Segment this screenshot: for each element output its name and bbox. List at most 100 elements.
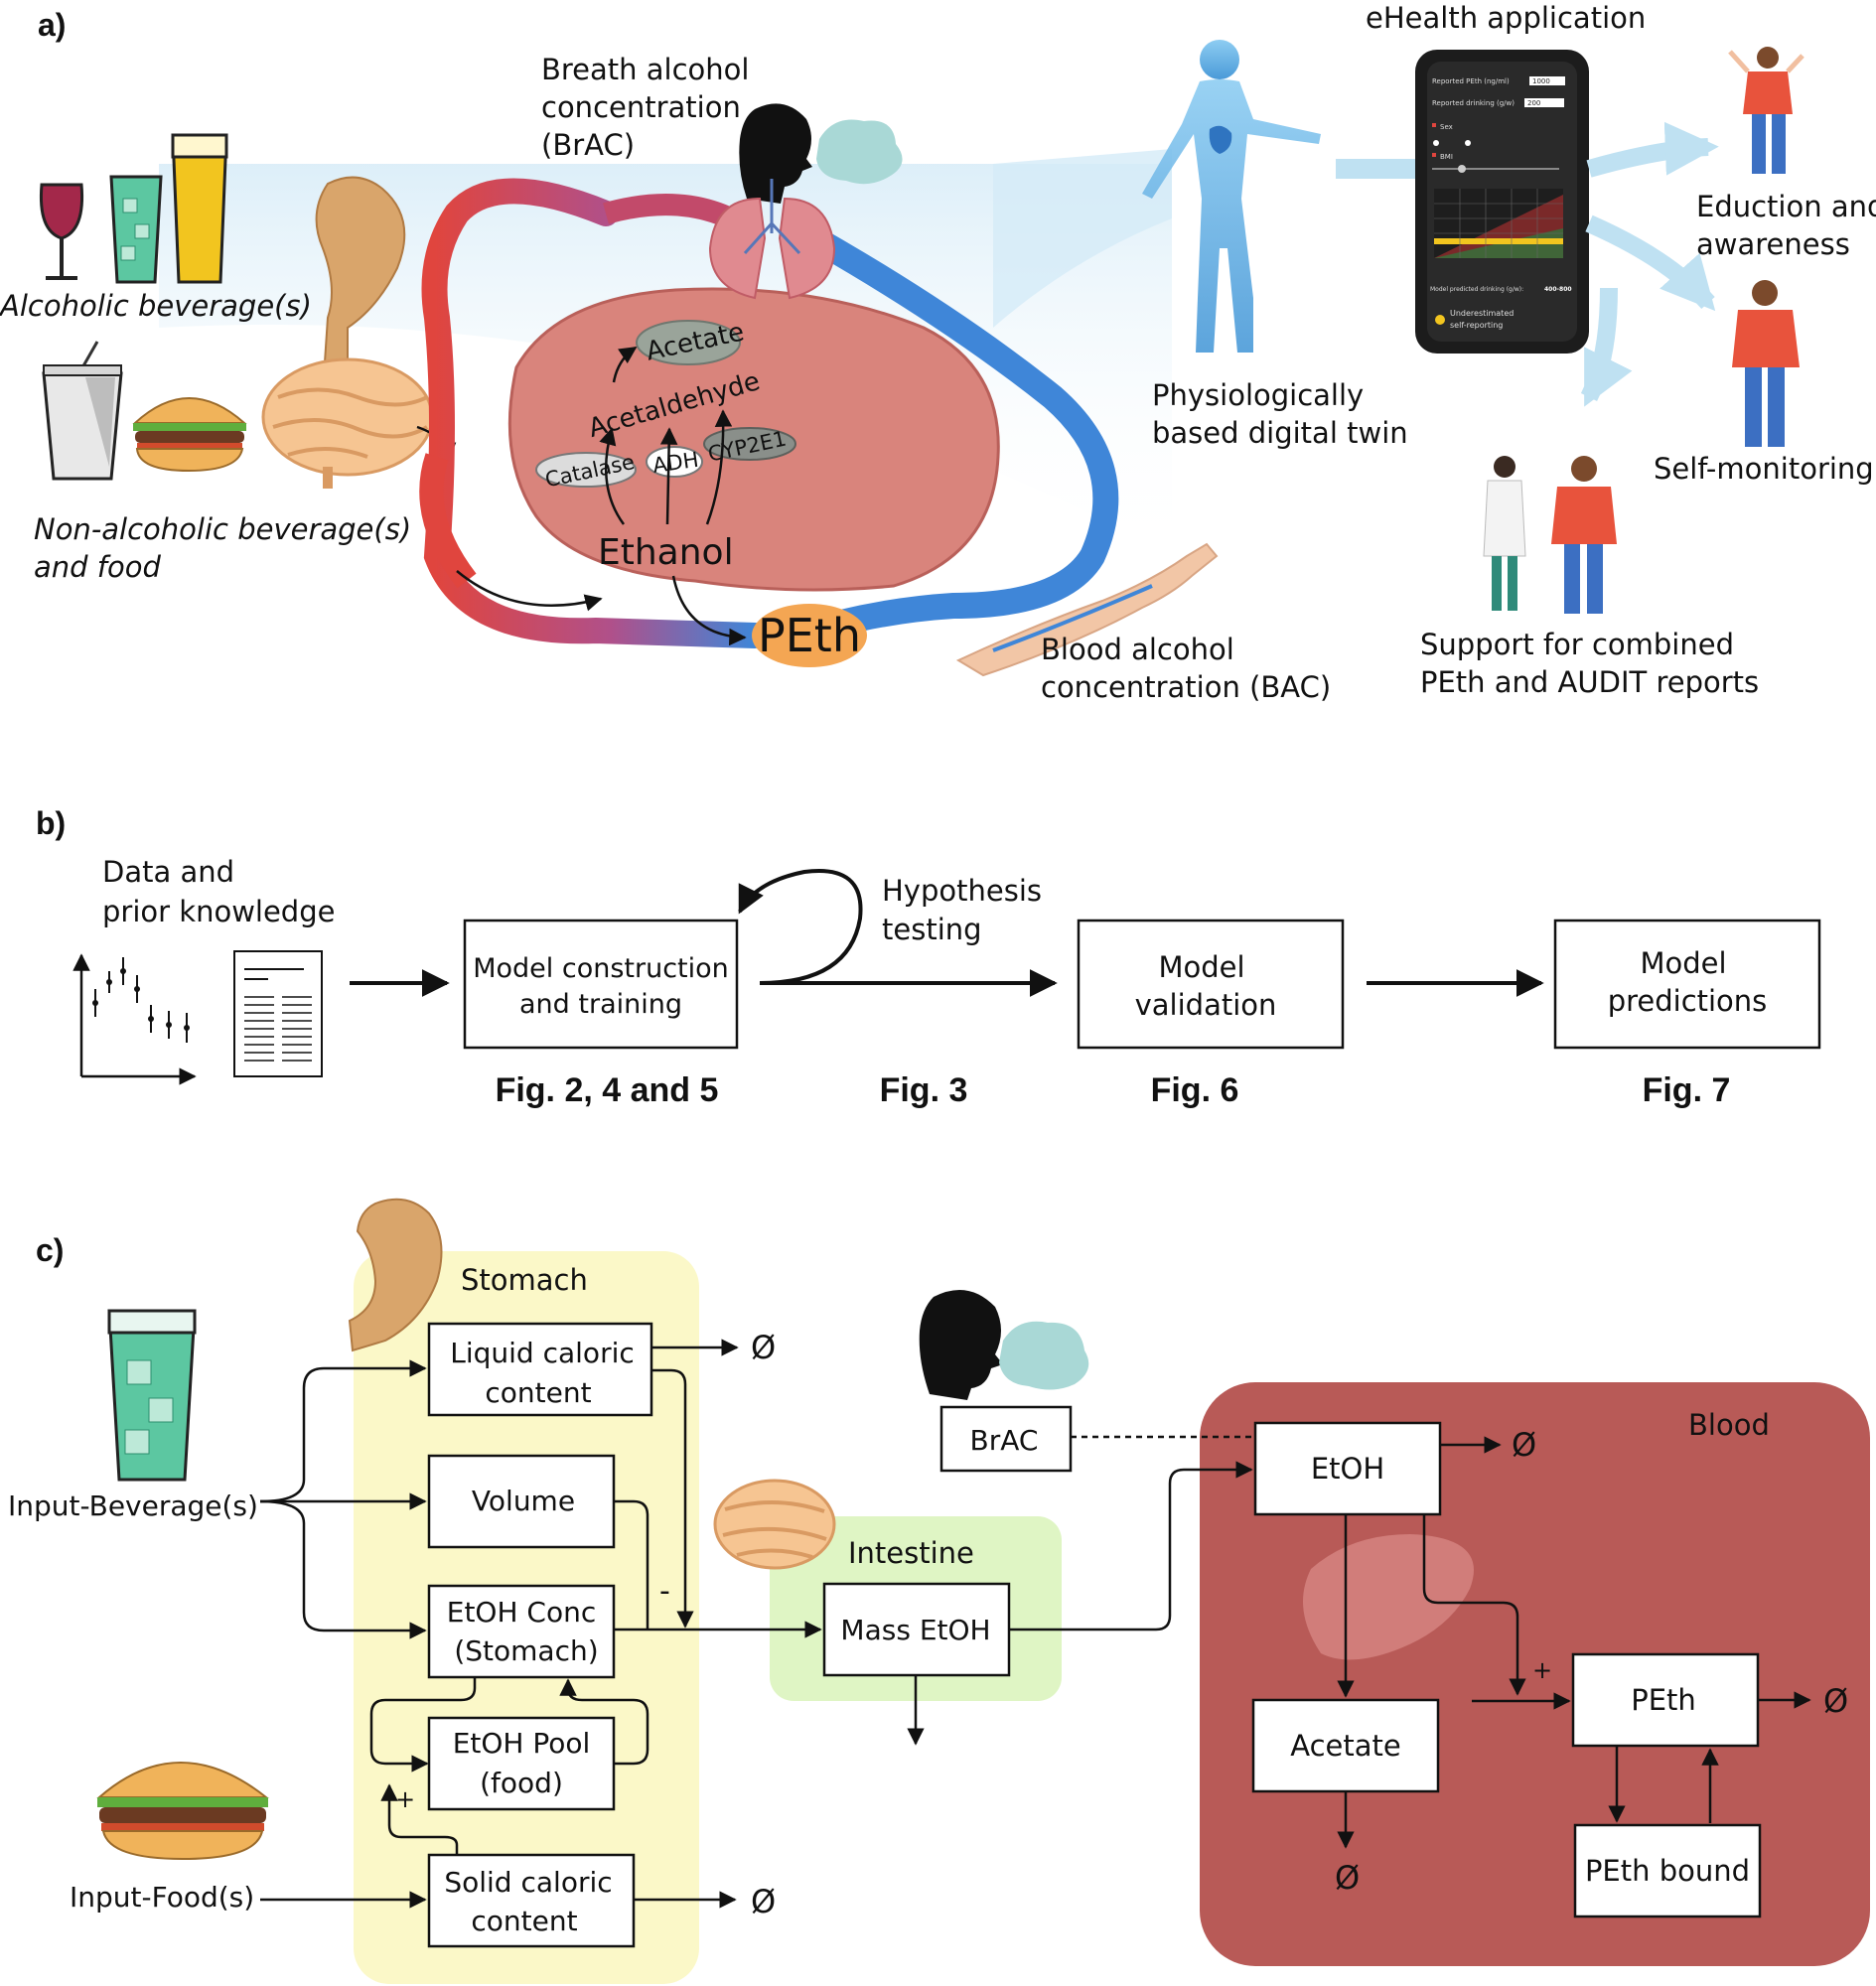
panel-a-label: a) — [38, 7, 66, 43]
input-food-label: Input-Food(s) — [70, 1881, 254, 1914]
catalase-oval — [535, 452, 637, 488]
phone-mockup: Reported PEth (ng/ml) 1000 Reported drin… — [1415, 50, 1589, 354]
person-self-monitoring-icon — [1732, 280, 1800, 447]
support-label-line1: Support for combined — [1420, 628, 1734, 661]
phone-drinking-input[interactable] — [1524, 98, 1564, 107]
plus-sign-pool: + — [395, 1785, 415, 1813]
brac-label-line1: Breath alcohol — [541, 53, 749, 86]
model-predictions-box — [1553, 919, 1821, 1050]
digital-twin-body-icon — [1142, 40, 1321, 353]
brac-box — [939, 1405, 1073, 1473]
phone-reported-peth-label: Reported PEth (ng/ml) — [1432, 77, 1510, 85]
intestine-label: Intestine — [848, 1536, 974, 1570]
panel-c: c) Stomach Input-Beverage(s) Input-Food(… — [8, 1198, 1870, 1984]
lungs-illustration — [708, 179, 836, 300]
etoh-label: EtOH — [1311, 1452, 1384, 1486]
app-to-education-arrow — [1586, 121, 1719, 178]
etoh-sink-symbol: Ø — [1512, 1426, 1536, 1464]
ethanol-label: Ethanol — [598, 532, 734, 573]
non-alcoholic-label-line1: Non-alcoholic beverage(s) — [34, 512, 411, 546]
model-validation-line1: Model — [1158, 950, 1244, 984]
acetate-box-label: Acetate — [1290, 1729, 1400, 1763]
minus-sign: - — [659, 1574, 670, 1609]
doctor-icon — [1483, 456, 1526, 611]
brac-box-label: BrAC — [970, 1424, 1039, 1457]
panel-c-label: c) — [36, 1232, 64, 1268]
stomach-label: Stomach — [461, 1263, 588, 1297]
person-education-icon — [1728, 47, 1804, 174]
beverage-to-liquid-arrow — [259, 1359, 427, 1503]
peth-box — [1571, 1652, 1760, 1748]
fig-ref-validation: Fig. 6 — [1151, 1071, 1239, 1109]
ethanol-cyp-arrow — [705, 409, 733, 525]
ethanol-adh-arrow — [659, 427, 678, 525]
breath-cloud-c-icon — [999, 1321, 1089, 1390]
fig-ref-predictions: Fig. 7 — [1643, 1071, 1731, 1109]
acetate-box — [1251, 1698, 1440, 1793]
mass-etoh-box — [822, 1582, 1011, 1677]
model-construction-line1: Model construction — [473, 953, 729, 984]
mass-etoh-to-blood-arrow — [1009, 1461, 1253, 1631]
cyp2e1-oval — [703, 427, 796, 461]
blood-to-liver-arrow — [456, 570, 603, 612]
brac-label-line3: (BrAC) — [541, 128, 635, 162]
support-label-line2: PEth and AUDIT reports — [1420, 665, 1759, 699]
panel-a: a) Alcoholic beverage(s) — [0, 1, 1876, 704]
app-to-self-monitoring-arrow — [1585, 214, 1716, 312]
burger-food-icon — [96, 1762, 269, 1861]
liquid-caloric-box — [427, 1322, 653, 1417]
hypothesis-line1: Hypothesis — [882, 874, 1042, 908]
phone-bmi-slider-handle[interactable] — [1458, 165, 1466, 173]
burger-icon — [132, 397, 247, 473]
model-construction-line2: and training — [519, 989, 682, 1020]
adh-oval — [646, 446, 703, 478]
phone-model-pred-value: 400-800 — [1544, 286, 1572, 293]
phone-peth-input[interactable] — [1529, 76, 1565, 85]
artery-left-loop — [419, 453, 477, 589]
mass-etoh-label: Mass EtOH — [840, 1614, 990, 1646]
head-silhouette-icon — [739, 103, 812, 204]
document-icon — [233, 950, 323, 1077]
intestine-illustration — [261, 357, 434, 489]
peth-bound-box — [1573, 1823, 1762, 1918]
wine-glass-icon — [39, 183, 84, 280]
model-validation-box — [1077, 919, 1345, 1050]
acetaldehyde-to-acetate-arrow — [612, 346, 638, 383]
peth-sink-symbol: Ø — [1823, 1682, 1848, 1720]
phone-drinking-value: 200 — [1527, 99, 1540, 107]
twin-label-line2: based digital twin — [1152, 416, 1408, 450]
acetate-oval — [636, 320, 741, 365]
beverage-to-etoh-conc-arrow — [259, 1499, 427, 1639]
etoh-pool-line1: EtOH Pool — [453, 1727, 591, 1760]
panel-b-label: b) — [36, 805, 66, 841]
etoh-pool-box — [427, 1716, 616, 1811]
arm-illustration — [955, 542, 1219, 677]
volume-to-intestine-line — [614, 1499, 649, 1629]
warning-icon — [1435, 315, 1445, 325]
artery-vessel — [421, 178, 768, 648]
phone-sex-option-b[interactable] — [1465, 140, 1471, 146]
model-predictions-line1: Model — [1640, 946, 1726, 980]
solid-caloric-line1: Solid caloric — [444, 1866, 612, 1899]
app-to-support-arrow — [1580, 287, 1633, 407]
phone-sex-option-a[interactable] — [1433, 140, 1439, 146]
data-knowledge-line1: Data and — [102, 855, 234, 889]
ethanol-to-peth-arrow — [671, 575, 747, 646]
head-silhouette-c-icon — [919, 1289, 1003, 1400]
solid-caloric-box — [427, 1853, 636, 1948]
peth-box-label: PEth — [1631, 1683, 1696, 1717]
peth-label: PEth — [758, 609, 861, 662]
liquid-caloric-line1: Liquid caloric — [450, 1337, 635, 1369]
non-alcoholic-label-line2: and food — [34, 550, 161, 584]
phone-mini-chart — [1434, 189, 1563, 258]
acetate-sink-symbol: Ø — [1335, 1859, 1360, 1897]
blood-label: Blood — [1688, 1408, 1770, 1442]
model-validation-line2: validation — [1135, 988, 1277, 1022]
model-predictions-line2: predictions — [1608, 984, 1768, 1018]
twin-glow-band — [993, 149, 1172, 328]
fig-ref-hypothesis: Fig. 3 — [880, 1071, 968, 1109]
ethanol-catalase-arrow — [599, 427, 626, 525]
breath-cloud-icon — [816, 119, 903, 185]
beer-glass-icon — [171, 133, 228, 284]
